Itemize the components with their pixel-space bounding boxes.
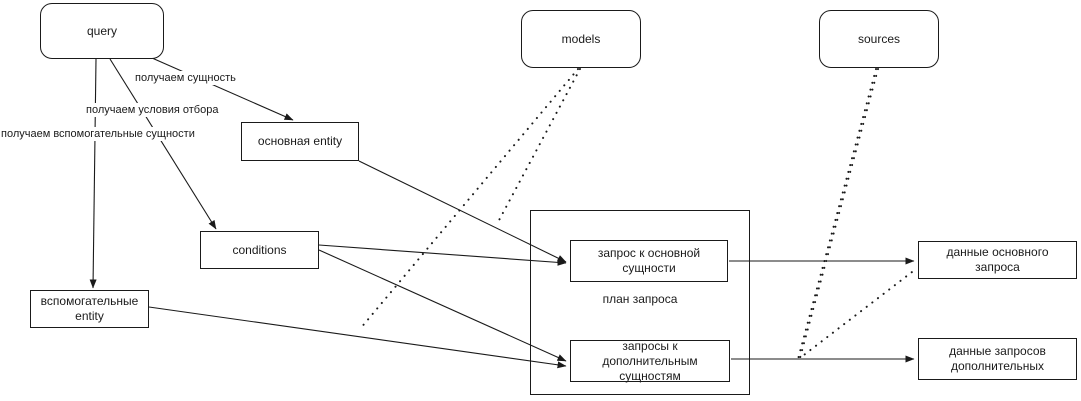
edge-models-dotted-left: [359, 68, 579, 330]
node-aux-entity[interactable]: вспомогательные entity: [30, 290, 149, 328]
node-main-data-label: данные основного запроса: [946, 245, 1049, 274]
node-sources[interactable]: sources: [819, 10, 939, 68]
container-query-plan-label: план запроса: [602, 292, 678, 306]
node-query[interactable]: query: [40, 3, 164, 59]
node-sources-label: sources: [857, 31, 901, 46]
edge-query-to-aux-entity: [89, 58, 97, 289]
node-extra-requests-label: запросы к дополнительным сущностям: [602, 338, 698, 383]
edge-label-get-aux-entities: получаем вспомогательные сущности: [0, 127, 196, 141]
edge-label-get-conditions: получаем условия отбора: [85, 103, 220, 117]
edge-query-to-conditions: [109, 58, 217, 230]
node-main-request-label: запрос к основной сущности: [597, 246, 701, 275]
edge-sources-dotted-right: [798, 68, 913, 361]
node-extra-data[interactable]: данные запросов дополнительных: [918, 338, 1077, 380]
edge-query-to-main-entity: [151, 57, 294, 121]
edge-models-dotted-right: [496, 68, 581, 225]
container-query-plan: [530, 210, 750, 395]
node-query-label: query: [86, 23, 118, 38]
edge-label-get-entity: получаем сущность: [134, 71, 237, 85]
node-aux-entity-label: вспомогательные entity: [40, 294, 139, 323]
edge-main-entity-to-main-request: [358, 160, 567, 263]
edge-aux-entity-to-extra-requests: [148, 306, 567, 369]
node-conditions-label: conditions: [232, 242, 287, 257]
node-main-entity-label: основная entity: [257, 134, 343, 148]
node-conditions[interactable]: conditions: [200, 231, 319, 269]
node-main-entity[interactable]: основная entity: [241, 122, 359, 161]
edge-conditions-to-extra-requests: [318, 249, 567, 362]
node-extra-data-label: данные запросов дополнительных: [949, 344, 1046, 373]
node-extra-requests[interactable]: запросы к дополнительным сущностям: [570, 338, 730, 383]
node-main-request[interactable]: запрос к основной сущности: [570, 240, 728, 282]
edge-conditions-to-main-request: [318, 244, 567, 266]
node-models[interactable]: models: [521, 10, 641, 68]
node-main-data[interactable]: данные основного запроса: [918, 241, 1077, 279]
node-models-label: models: [561, 31, 601, 46]
edge-sources-dotted-left: [797, 68, 877, 360]
